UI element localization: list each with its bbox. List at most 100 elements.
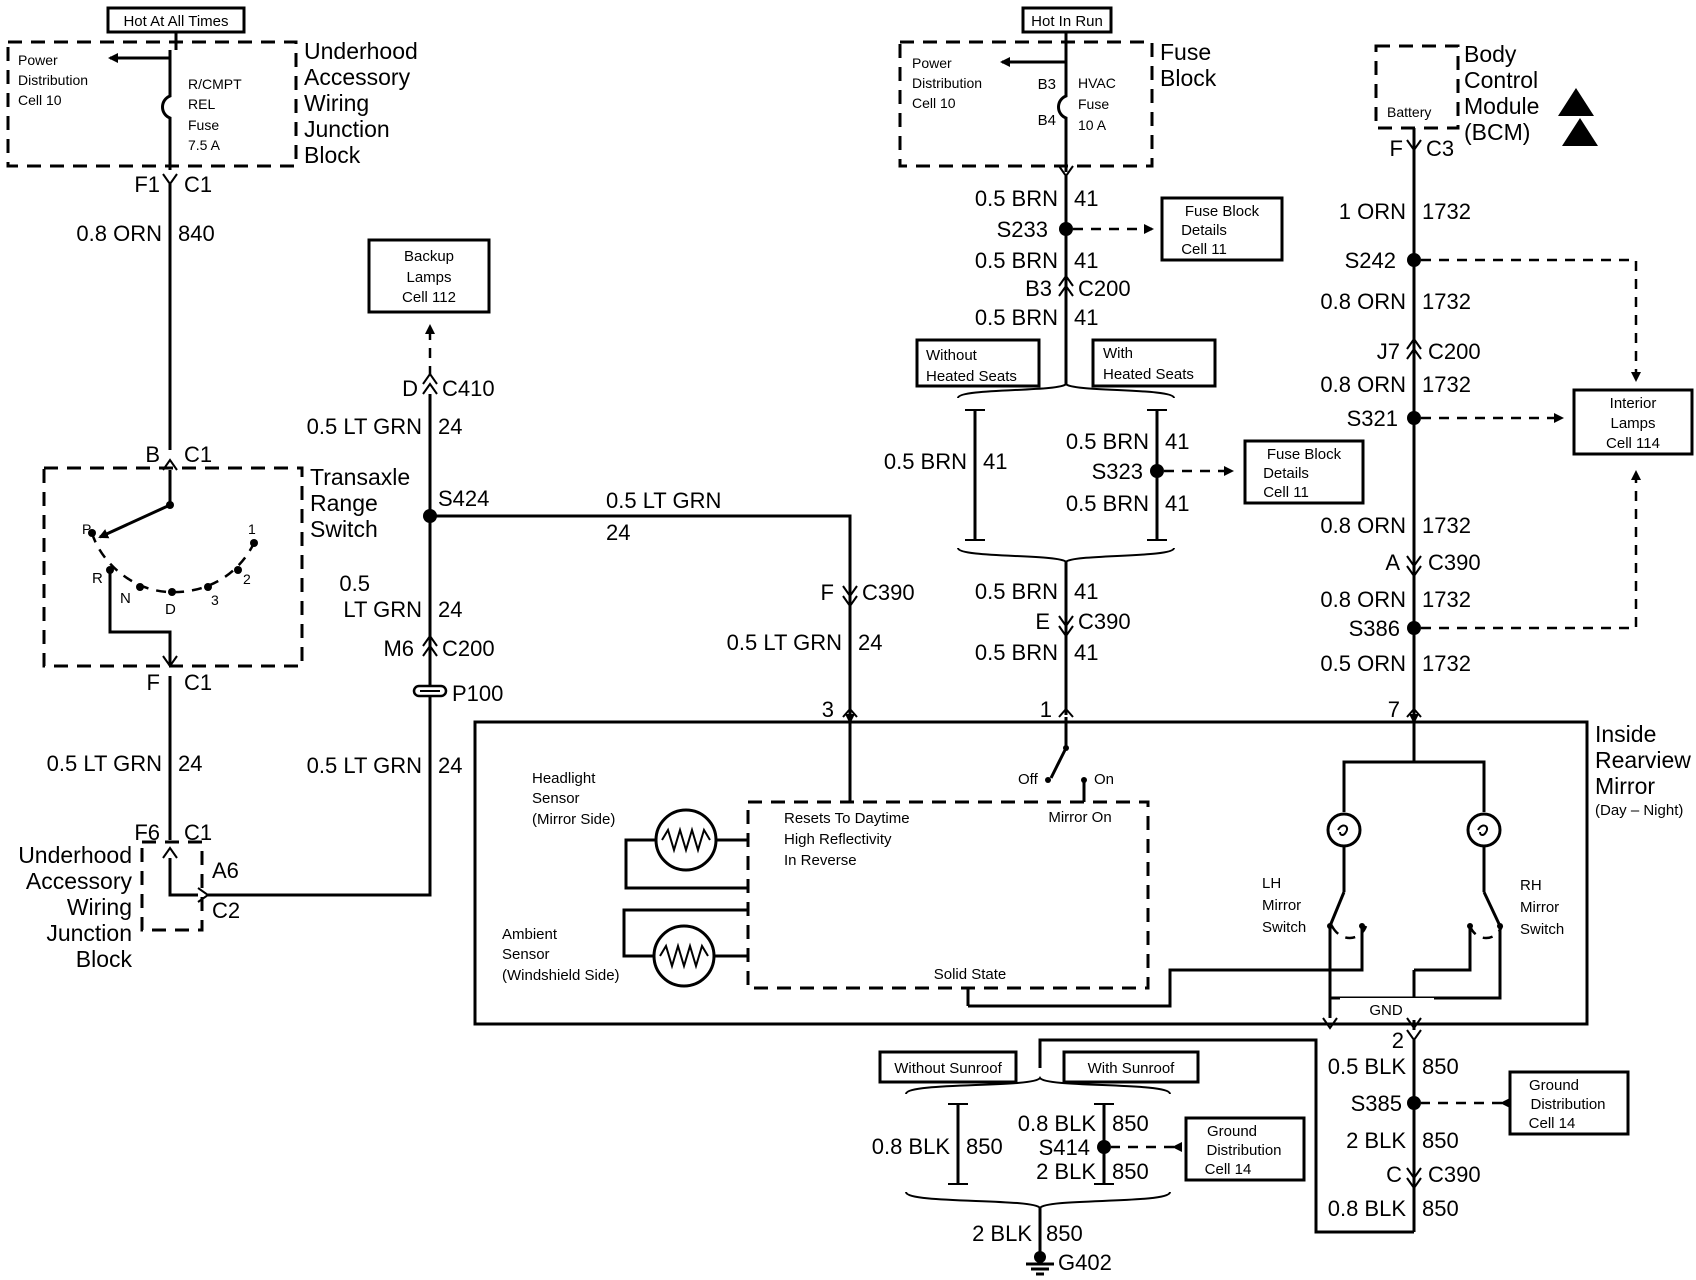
- svg-text:10 A: 10 A: [1078, 117, 1107, 133]
- wire-41-w2-circuit: 41: [1074, 248, 1098, 273]
- mirror-on-label: Mirror On: [1048, 809, 1111, 826]
- wire-850-return: [1038, 1038, 1414, 1234]
- svg-text:Hot At All Times: Hot At All Times: [123, 13, 228, 30]
- wire-41-w4-circuit: 41: [1074, 579, 1098, 604]
- with-heated-wire-ends: [1147, 409, 1167, 541]
- svg-text:N: N: [120, 590, 131, 607]
- wire-41-with-bottom-circuit: 41: [1165, 491, 1189, 516]
- resets-to-daytime-label: Resets To Daytime High Reflectivity In R…: [784, 810, 910, 869]
- svg-text:HVAC: HVAC: [1078, 75, 1116, 91]
- sunroof-option-brace-bottom: [905, 1191, 1171, 1210]
- svg-text:Mirror: Mirror: [1520, 899, 1559, 916]
- fuse-block-outline: [898, 40, 1154, 168]
- rh-switch-arc: [1468, 925, 1504, 940]
- rh-switch-blade: [1482, 891, 1502, 927]
- lamp-feed-lh: [1342, 722, 1416, 812]
- ambient-sensor-lead-1: [622, 908, 748, 958]
- with-heated-seats-box: With Heated Seats: [1091, 338, 1217, 388]
- wire-850-with-bottom-gauge: 2 BLK: [1036, 1159, 1096, 1184]
- power-distribution-cell-10-left: Power Distribution Cell 10: [18, 52, 88, 108]
- svg-text:Heated Seats: Heated Seats: [926, 368, 1017, 385]
- bcm-connector-c3: C3: [1426, 136, 1454, 161]
- wire-24-backup-bottom-gauge: 0.5 LT GRN: [307, 753, 422, 778]
- svg-text:Mirror: Mirror: [1262, 897, 1301, 914]
- without-sunroof-wire-ends: [948, 1103, 968, 1185]
- svg-text:Body: Body: [1464, 41, 1517, 67]
- wire-1732-w1-circuit: 1732: [1422, 199, 1471, 224]
- gnd-arrow-main: [1406, 1017, 1422, 1030]
- wire-41-w3-circuit: 41: [1074, 305, 1098, 330]
- connector-c1-symbol-switch-bottom: [162, 655, 178, 668]
- splice-s386: [1407, 621, 1421, 635]
- connector-c390-symbol-ground: [1406, 1167, 1422, 1190]
- svg-text:3: 3: [211, 592, 219, 608]
- backup-lamps-box: Backup Lamps Cell 112: [367, 238, 491, 314]
- splice-s385-label: S385: [1351, 1091, 1402, 1116]
- lower-junction-block-outline: [140, 840, 204, 932]
- svg-text:REL: REL: [188, 96, 215, 112]
- rh-mirror-switch-label: RH Mirror Switch: [1520, 877, 1564, 938]
- splice-s233: [1059, 222, 1073, 236]
- switch-position-contacts: [88, 529, 258, 596]
- svg-text:Sensor: Sensor: [502, 946, 550, 963]
- connector-c1-symbol-top: [162, 173, 178, 186]
- wire-1732-w6-gauge: 0.5 ORN: [1320, 651, 1406, 676]
- svg-text:Details: Details: [1181, 222, 1227, 239]
- svg-text:Power: Power: [912, 55, 952, 71]
- wire-850-w2-circuit: 850: [1422, 1128, 1459, 1153]
- wire-41-without-circuit: 41: [983, 449, 1007, 474]
- headlight-sensor-lead-1: [624, 838, 748, 890]
- connector-c200-symbol-center: [1058, 274, 1074, 297]
- mirror-pin-1: 1: [1040, 697, 1052, 722]
- terminal-b: B: [145, 442, 160, 467]
- switch-blade: [98, 503, 171, 539]
- svg-text:Details: Details: [1263, 465, 1309, 482]
- wire-850-w2-gauge: 2 BLK: [1346, 1128, 1406, 1153]
- ambient-sensor-label: Ambient Sensor (Windshield Side): [502, 926, 620, 984]
- wire-41-w3-gauge: 0.5 BRN: [975, 305, 1058, 330]
- svg-text:Mirror: Mirror: [1595, 773, 1655, 799]
- wire-1732-w2-gauge: 0.8 ORN: [1320, 289, 1406, 314]
- power-distribution-cell-10-center: Power Distribution Cell 10: [912, 55, 982, 111]
- svg-text:Resets To Daytime: Resets To Daytime: [784, 810, 910, 827]
- svg-text:Transaxle: Transaxle: [310, 464, 410, 490]
- terminal-e: E: [1035, 609, 1050, 634]
- inside-rearview-mirror-outline: [473, 720, 1589, 1026]
- wire-41-w5-circuit: 41: [1074, 640, 1098, 665]
- connector-c200-right: C200: [1428, 339, 1481, 364]
- splice-s242-label: S242: [1345, 248, 1396, 273]
- svg-text:Wiring: Wiring: [67, 894, 132, 920]
- wire-24-backup-mid-gauge: 0.5: [339, 571, 370, 596]
- wire-24-horizontal: [430, 514, 852, 715]
- svg-text:P: P: [82, 521, 91, 537]
- wire-24-backup-top-circuit: 24: [438, 414, 462, 439]
- svg-text:Accessory: Accessory: [26, 868, 133, 894]
- lh-mirror-switch-label: LH Mirror Switch: [1262, 875, 1306, 936]
- inside-rearview-mirror-name: Inside Rearview Mirror (Day – Night): [1595, 721, 1691, 819]
- svg-text:Backup: Backup: [404, 248, 454, 265]
- wire-840-circuit: 840: [178, 221, 215, 246]
- fuse-block-name: Fuse Block: [1160, 39, 1217, 91]
- svg-text:(BCM): (BCM): [1464, 119, 1530, 145]
- ambient-sensor-icon: [652, 924, 716, 988]
- svg-text:Lamps: Lamps: [406, 269, 451, 286]
- connector-c200-left: C200: [442, 636, 495, 661]
- ground-icon: [1026, 1251, 1054, 1276]
- svg-text:LH: LH: [1262, 875, 1281, 892]
- solid-state-module-outline: [746, 800, 1150, 990]
- wire-24-pin3-circuit: 24: [858, 630, 882, 655]
- bcm-name: Body Control Module (BCM): [1464, 41, 1539, 145]
- svg-text:Module: Module: [1464, 93, 1539, 119]
- splice-s414: [1097, 1140, 1111, 1154]
- heated-seats-option-brace-top: [957, 382, 1175, 399]
- svg-text:Sensor: Sensor: [532, 790, 580, 807]
- hvac-fuse-label: HVAC Fuse 10 A: [1078, 75, 1116, 133]
- mirror-pin-3: 3: [822, 697, 834, 722]
- wire-41-without-gauge: 0.5 BRN: [884, 449, 967, 474]
- wire-1732-w4-circuit: 1732: [1422, 513, 1471, 538]
- with-sunroof-box: With Sunroof: [1062, 1050, 1200, 1084]
- terminal-f: F: [147, 670, 160, 695]
- svg-text:Ambient: Ambient: [502, 926, 558, 943]
- svg-text:R/CMPT: R/CMPT: [188, 76, 242, 92]
- mirror-pin2-terminal-symbol: [1406, 1029, 1422, 1042]
